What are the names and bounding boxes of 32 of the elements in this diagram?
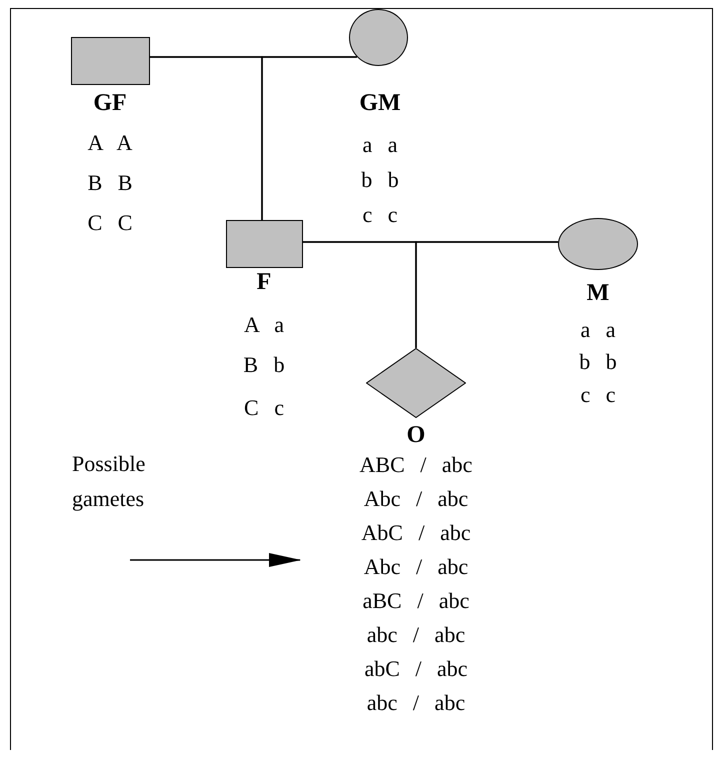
gamete-text: aBC / abc xyxy=(362,587,470,615)
genotype-text: b b xyxy=(579,348,617,376)
genotype-text: c c xyxy=(362,201,398,229)
offspring-diamond xyxy=(366,348,466,418)
gamete-text: ABC / abc xyxy=(360,451,472,479)
genotype-text: A a xyxy=(244,311,284,339)
gamete-text: abc / abc xyxy=(366,689,466,717)
genotype-text: a a xyxy=(580,316,616,344)
gamete-text: Abc / abc xyxy=(364,485,468,513)
pedigree-line xyxy=(261,56,357,220)
gamete-text: Abc / abc xyxy=(364,553,468,581)
gamete-text: abc / abc xyxy=(366,621,466,649)
genotype-text: C C xyxy=(88,209,132,237)
genotype-text: B b xyxy=(243,351,285,379)
male-square xyxy=(226,220,303,268)
person-label: M xyxy=(586,279,610,307)
genotype-text: B B xyxy=(88,169,132,197)
genotype-text: A A xyxy=(88,129,132,157)
gamete-text: abC / abc xyxy=(364,655,468,683)
person-label: O xyxy=(406,421,426,449)
gamete-text: AbC / abc xyxy=(361,519,471,547)
person-label: GF xyxy=(93,89,127,117)
person-label: GM xyxy=(359,89,401,117)
person-label: F xyxy=(256,268,272,296)
genotype-text: c c xyxy=(580,381,616,409)
genotype-text: a a xyxy=(362,131,398,159)
genotype-text: b b xyxy=(361,166,399,194)
note-text: Possible gametes xyxy=(72,450,146,513)
pedigree-line xyxy=(415,241,558,348)
arrow xyxy=(130,553,301,567)
male-square xyxy=(71,37,150,85)
genotype-text: C c xyxy=(244,394,284,422)
